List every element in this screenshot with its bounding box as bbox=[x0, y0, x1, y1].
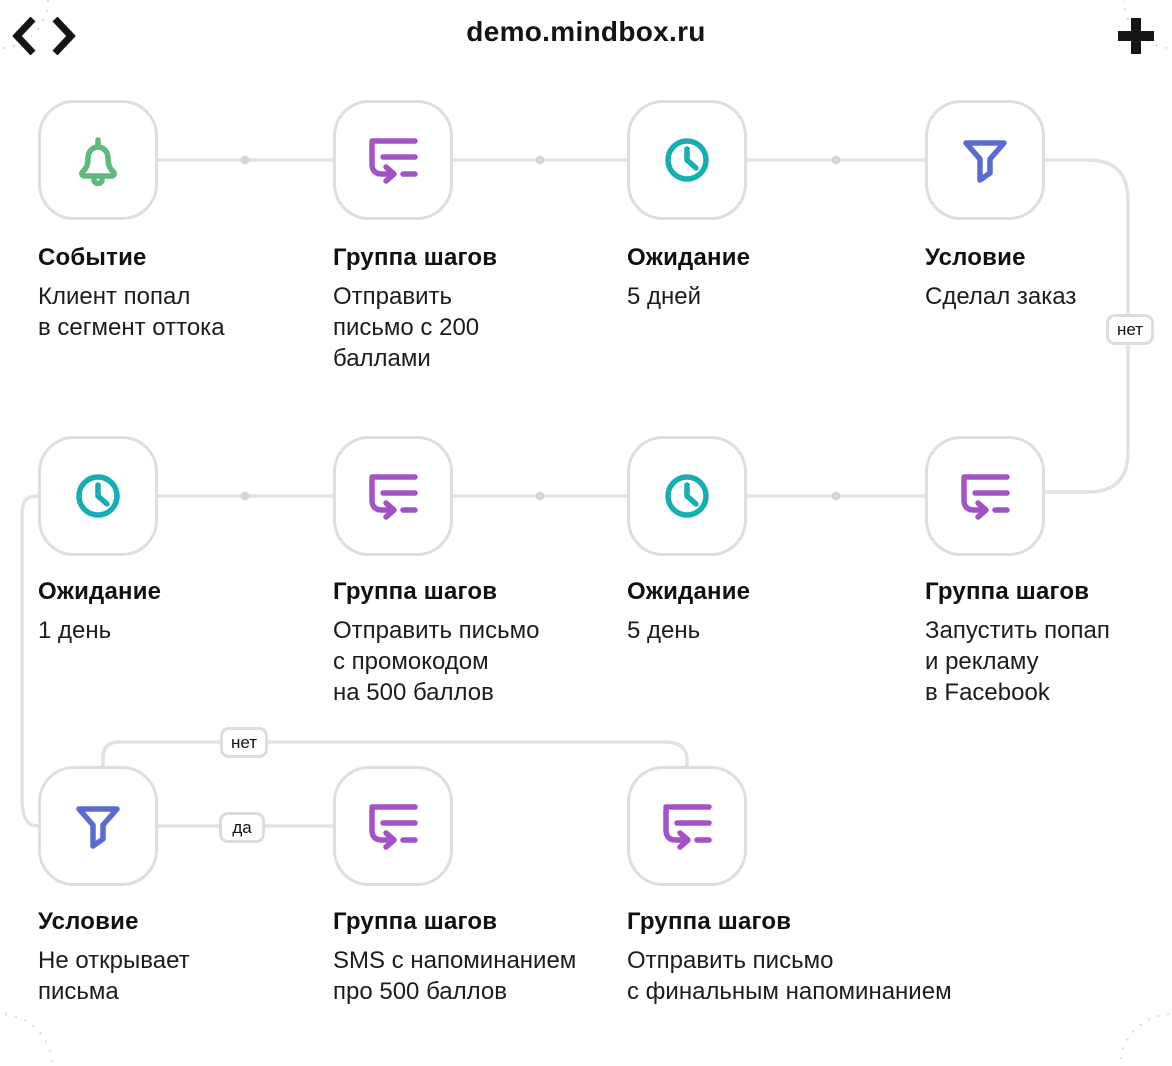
add-node-icon[interactable] bbox=[1114, 14, 1158, 58]
node-desc: 5 день bbox=[627, 617, 701, 644]
connector-dot bbox=[535, 155, 545, 165]
forward-icon[interactable] bbox=[52, 16, 76, 56]
node-label: Ожидание 5 день bbox=[627, 578, 967, 646]
edge-label-yes[interactable]: да bbox=[219, 812, 265, 843]
connector-dot bbox=[831, 491, 841, 501]
node-desc: 5 дней bbox=[627, 283, 702, 310]
corner-arc bbox=[0, 1013, 53, 1066]
node-step-group[interactable] bbox=[333, 100, 453, 220]
connector-dot bbox=[831, 155, 841, 165]
connector-dot bbox=[535, 491, 545, 501]
node-label: Группа шагов Отправить письмо с 200 балл… bbox=[333, 244, 673, 374]
steps-icon bbox=[663, 804, 712, 850]
node-step-group[interactable] bbox=[925, 436, 1045, 556]
node-desc: Сделал заказ bbox=[925, 283, 1077, 310]
clock-icon bbox=[76, 474, 120, 518]
page-title: demo.mindbox.ru bbox=[466, 16, 706, 47]
funnel-icon bbox=[76, 806, 120, 849]
steps-icon bbox=[961, 474, 1010, 520]
node-title: Событие bbox=[38, 244, 147, 271]
node-title: Группа шагов bbox=[627, 908, 792, 935]
connector-no-bottom bbox=[101, 740, 689, 766]
node-title: Условие bbox=[38, 908, 139, 935]
connector-left bbox=[20, 494, 39, 828]
node-label: Условие Сделал заказ bbox=[925, 244, 1172, 312]
connector-dot bbox=[240, 491, 250, 501]
node-label: Ожидание 1 день bbox=[38, 578, 378, 646]
node-label: Группа шагов Отправить письмо с промокод… bbox=[333, 578, 673, 708]
node-title: Группа шагов bbox=[333, 578, 498, 605]
node-desc: Отправить письмо с финальным напоминание… bbox=[627, 947, 952, 1005]
node-desc: Не открывает письма bbox=[38, 947, 190, 1005]
node-title: Группа шагов bbox=[333, 908, 498, 935]
node-desc: 1 день bbox=[38, 617, 112, 644]
node-wait[interactable] bbox=[38, 436, 158, 556]
bell-icon bbox=[79, 137, 117, 187]
node-title: Группа шагов bbox=[333, 244, 498, 271]
corner-arc bbox=[1119, 1013, 1172, 1066]
node-desc: SMS с напоминанием про 500 баллов bbox=[333, 947, 577, 1005]
clock-icon bbox=[665, 138, 709, 182]
node-title: Ожидание bbox=[627, 578, 751, 605]
edge-label-no[interactable]: нет bbox=[1106, 314, 1155, 345]
node-desc: Запустить попап и рекламу в Facebook bbox=[925, 617, 1110, 706]
node-condition[interactable] bbox=[38, 766, 158, 886]
node-desc: Отправить письмо с 200 баллами bbox=[333, 283, 480, 372]
node-label: Группа шагов SMS с напоминанием про 500 … bbox=[333, 908, 673, 1007]
node-title: Ожидание bbox=[627, 244, 751, 271]
clock-icon bbox=[665, 474, 709, 518]
steps-icon bbox=[369, 138, 418, 184]
node-condition[interactable] bbox=[925, 100, 1045, 220]
node-step-group[interactable] bbox=[333, 766, 453, 886]
node-wait[interactable] bbox=[627, 436, 747, 556]
node-label: Событие Клиент попал в сегмент оттока bbox=[38, 244, 378, 343]
node-label: Ожидание 5 дней bbox=[627, 244, 967, 312]
header: demo.mindbox.ru bbox=[0, 0, 1172, 70]
connector-dot bbox=[240, 155, 250, 165]
node-label: Условие Не открывает письма bbox=[38, 908, 378, 1007]
node-label: Группа шагов Запустить попап и рекламу в… bbox=[925, 578, 1172, 708]
node-desc: Клиент попал в сегмент оттока bbox=[38, 283, 225, 341]
edge-label-no[interactable]: нет bbox=[220, 727, 269, 758]
node-title: Группа шагов bbox=[925, 578, 1090, 605]
steps-icon bbox=[369, 474, 418, 520]
funnel-icon bbox=[963, 140, 1007, 183]
steps-icon bbox=[369, 804, 418, 850]
node-title: Условие bbox=[925, 244, 1026, 271]
node-wait[interactable] bbox=[627, 100, 747, 220]
node-label: Группа шагов Отправить письмо с финальны… bbox=[627, 908, 967, 1007]
node-step-group[interactable] bbox=[333, 436, 453, 556]
node-step-group[interactable] bbox=[627, 766, 747, 886]
back-icon[interactable] bbox=[12, 16, 36, 56]
node-desc: Отправить письмо с промокодом на 500 бал… bbox=[333, 617, 540, 706]
node-event[interactable] bbox=[38, 100, 158, 220]
node-title: Ожидание bbox=[38, 578, 162, 605]
